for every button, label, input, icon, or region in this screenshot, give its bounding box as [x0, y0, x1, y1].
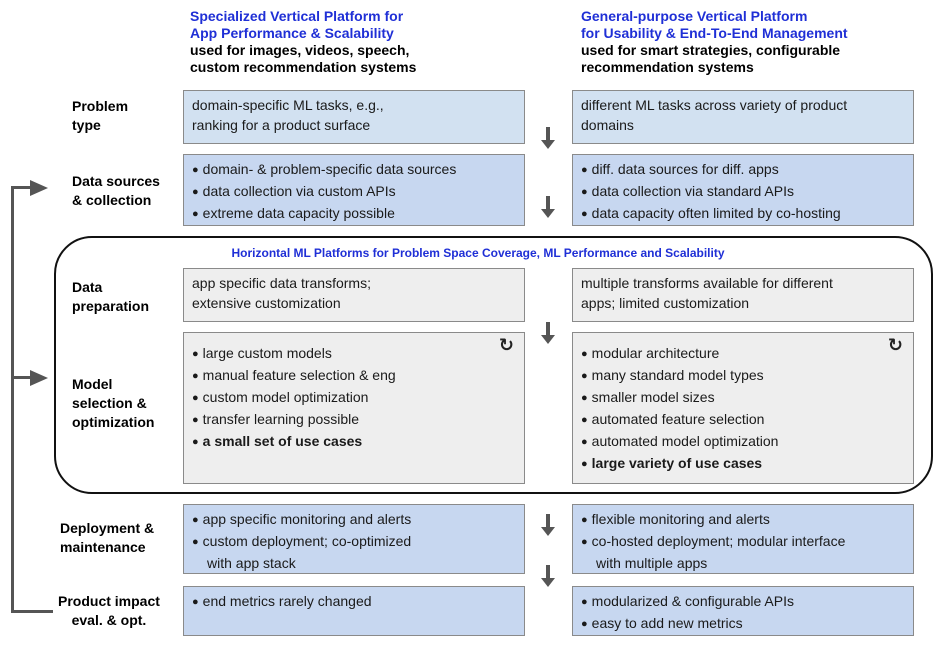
feedback-vertical-line	[11, 186, 14, 612]
left-column-header: Specialized Vertical Platform for App Pe…	[190, 8, 520, 76]
row-label-line: Deployment &	[60, 520, 155, 536]
left-header-title-2: App Performance & Scalability	[190, 25, 394, 41]
right-header-sub-2: recommendation systems	[581, 59, 754, 75]
bullet-item: modularized & configurable APIs	[581, 591, 905, 613]
bullet-item: extreme data capacity possible	[192, 203, 516, 225]
left-header-title-1: Specialized Vertical Platform for	[190, 8, 404, 24]
bullet-item: app specific monitoring and alerts	[192, 509, 516, 531]
row-label-line: Problem	[72, 98, 129, 114]
right-column-header: General-purpose Vertical Platform for Us…	[581, 8, 931, 76]
bullet-item: flexible monitoring and alerts	[581, 509, 905, 531]
data-prep-right-box: multiple transforms available for differ…	[572, 268, 914, 322]
bullet-item: data collection via standard APIs	[581, 181, 905, 203]
bullet-item: automated model optimization	[581, 431, 905, 453]
cycle-icon: ↻	[887, 335, 903, 355]
bullet-item: automated feature selection	[581, 409, 905, 431]
row-label-line: optimization	[72, 414, 155, 430]
bullet-item: manual feature selection & eng	[192, 365, 516, 387]
bullet-item: co-hosted deployment; modular interface	[581, 531, 905, 553]
row-label-data-preparation: Data preparation	[72, 278, 149, 316]
bullet-item: custom model optimization	[192, 387, 516, 409]
bullet-item: end metrics rarely changed	[192, 591, 516, 613]
model-left-box: large custom models manual feature selec…	[183, 332, 525, 484]
right-header-sub-1: used for smart strategies, configurable	[581, 42, 841, 58]
impact-left-box: end metrics rarely changed	[183, 586, 525, 636]
row-label-line: type	[72, 117, 101, 133]
row-label-line: Model	[72, 376, 113, 392]
bullet-item: domain- & problem-specific data sources	[192, 159, 516, 181]
row-label-line: eval. & opt.	[71, 612, 147, 628]
left-header-sub-2: custom recommendation systems	[190, 59, 417, 75]
data-sources-right-box: diff. data sources for diff. apps data c…	[572, 154, 914, 226]
bullet-item: custom deployment; co-optimized	[192, 531, 516, 553]
box-line: different ML tasks across variety of pro…	[581, 97, 848, 113]
row-label-line: Product impact	[58, 593, 160, 609]
bullet-item: large variety of use cases	[581, 453, 905, 475]
bullet-item: transfer learning possible	[192, 409, 516, 431]
bullet-item: data collection via custom APIs	[192, 181, 516, 203]
bullet-item: a small set of use cases	[192, 431, 516, 453]
feedback-model-line	[11, 376, 33, 379]
row-label-line: Data sources	[72, 173, 160, 189]
right-header-title-2: for Usability & End-To-End Management	[581, 25, 848, 41]
bullet-item: many standard model types	[581, 365, 905, 387]
cycle-icon: ↻	[498, 335, 514, 355]
box-line: extensive customization	[192, 295, 341, 311]
box-line: apps; limited customization	[581, 295, 750, 311]
right-header-title-1: General-purpose Vertical Platform	[581, 8, 808, 24]
bullet-item: easy to add new metrics	[581, 613, 905, 635]
bullet-item: modular architecture	[581, 343, 905, 365]
row-label-line: maintenance	[60, 539, 146, 555]
row-label-line: Data	[72, 279, 103, 295]
bullet-item: smaller model sizes	[581, 387, 905, 409]
continuation-text: with app stack	[207, 555, 296, 571]
left-header-sub-1: used for images, videos, speech,	[190, 42, 410, 58]
data-sources-left-box: domain- & problem-specific data sources …	[183, 154, 525, 226]
problem-right-box: different ML tasks across variety of pro…	[572, 90, 914, 144]
model-right-box: modular architecture many standard model…	[572, 332, 914, 484]
deployment-left-box: app specific monitoring and alerts custo…	[183, 504, 525, 574]
bullet-item-continuation: with app stack	[192, 553, 516, 573]
row-label-data-sources: Data sources & collection	[72, 172, 160, 210]
box-line: multiple transforms available for differ…	[581, 275, 833, 291]
row-label-line: preparation	[72, 298, 150, 314]
box-line: domains	[581, 117, 634, 133]
box-line: app specific data transforms;	[192, 275, 371, 291]
bullet-item: large custom models	[192, 343, 516, 365]
horizontal-platform-title: Horizontal ML Platforms for Problem Spac…	[231, 246, 725, 260]
impact-right-box: modularized & configurable APIs easy to …	[572, 586, 914, 636]
row-label-problem-type: Problem type	[72, 97, 128, 135]
bullet-item-continuation: with multiple apps	[581, 553, 905, 573]
feedback-bottom-line	[11, 610, 53, 613]
feedback-arrow-model	[30, 370, 48, 386]
row-label-line: & collection	[72, 192, 152, 208]
row-label-product-impact: Product impact eval. & opt.	[58, 592, 160, 630]
feedback-top-line	[11, 186, 33, 189]
feedback-arrow-data-sources	[30, 180, 48, 196]
box-line: domain-specific ML tasks, e.g.,	[192, 97, 384, 113]
problem-left-box: domain-specific ML tasks, e.g., ranking …	[183, 90, 525, 144]
horizontal-platform-frame	[54, 236, 933, 494]
continuation-text: with multiple apps	[596, 555, 708, 571]
box-line: ranking for a product surface	[192, 117, 371, 133]
bullet-item: diff. data sources for diff. apps	[581, 159, 905, 181]
row-label-line: selection &	[72, 395, 147, 411]
bullet-item: data capacity often limited by co-hostin…	[581, 203, 905, 225]
row-label-model: Model selection & optimization	[72, 375, 154, 432]
data-prep-left-box: app specific data transforms; extensive …	[183, 268, 525, 322]
deployment-right-box: flexible monitoring and alerts co-hosted…	[572, 504, 914, 574]
row-label-deployment: Deployment & maintenance	[60, 519, 154, 557]
